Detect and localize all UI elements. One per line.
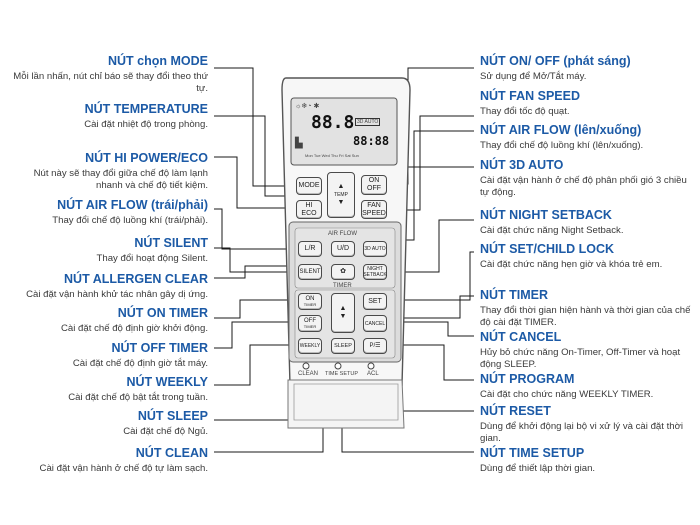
label-night-setback: NÚT NIGHT SETBACK Cài đặt chức năng Nigh… xyxy=(480,208,624,236)
line-cancel xyxy=(385,321,474,337)
label-fan-speed: NÚT FAN SPEED Thay đổi tốc độ quạt. xyxy=(480,89,581,117)
lcd-clock: 88:88 xyxy=(353,134,390,148)
label-time-setup: NÚT TIME SETUP Dùng để thiết lập thời gi… xyxy=(480,446,596,474)
line-program xyxy=(385,344,474,381)
label-temperature: NÚT TEMPERATURE Cài đặt nhiệt độ trong p… xyxy=(84,102,208,130)
label-silent: NÚT SILENT Thay đổi hoạt động Silent. xyxy=(96,236,208,264)
silent-button[interactable]: SILENT xyxy=(298,264,322,280)
label-airflow-ud: NÚT AIR FLOW (lên/xuống) Thay đổi chế độ… xyxy=(480,123,644,151)
line-hipower xyxy=(214,156,297,209)
line-mode xyxy=(214,67,297,187)
label-timer: NÚT TIMER Thay đổi thời gian hiện hành v… xyxy=(480,288,691,328)
allergen-clear-button[interactable]: ✿ xyxy=(331,264,355,280)
line-night xyxy=(385,219,474,273)
label-allergen: NÚT ALLERGEN CLEAR Cài đặt vận hành khử … xyxy=(26,272,208,300)
sleep-button[interactable]: SLEEP xyxy=(331,338,355,354)
timer-heading: TIMER xyxy=(333,283,352,289)
temp-down-icon: ▼ xyxy=(337,199,345,206)
line-on-timer xyxy=(214,299,297,319)
label-reset: NÚT RESET Dùng để khởi động lại bộ vi xử… xyxy=(480,404,683,444)
timer-button[interactable]: ▲ ▼ xyxy=(331,293,355,333)
label-program: NÚT PROGRAM Cài đặt cho chức năng WEEKLY… xyxy=(480,372,654,400)
temp-button[interactable]: ▲ TEMP ▼ xyxy=(327,172,355,218)
lcd-fan-bars-icon: ▙ xyxy=(295,138,303,149)
program-button[interactable]: P/☰ xyxy=(363,338,387,354)
temp-label: TEMP xyxy=(334,192,348,198)
lcd-days: Mon Tue Wed Thu Fri Sat Sun xyxy=(305,153,359,158)
label-hipower-eco: NÚT HI POWER/ECO Nút này sẽ thay đổi giữ… xyxy=(33,151,208,191)
label-3d-auto: NÚT 3D AUTO Cài đặt vận hành ở chế độ ph… xyxy=(480,158,687,198)
line-timer xyxy=(353,295,474,319)
label-cancel: NÚT CANCEL Hủy bỏ chức năng On-Timer, Of… xyxy=(480,330,681,370)
label-onoff: NÚT ON/ OFF (phát sáng) Sử dụng để Mở/Tắ… xyxy=(480,54,631,82)
line-silent xyxy=(214,247,297,273)
clean-label: CLEAN xyxy=(298,371,319,377)
label-sleep: NÚT SLEEP Cài đặt chế độ Ngủ. xyxy=(123,409,208,437)
label-on-timer: NÚT ON TIMER Cài đặt chế độ định giờ khở… xyxy=(61,306,208,334)
set-child-lock-button[interactable]: SET xyxy=(363,293,387,310)
label-set-child-lock: NÚT SET/CHILD LOCK Cài đặt chức năng hẹn… xyxy=(480,242,663,270)
line-weekly xyxy=(214,344,297,386)
lcd-3d-indicator: 3D AUTO xyxy=(355,118,381,126)
3d-auto-button[interactable]: 3D AUTO xyxy=(363,241,387,257)
timer-up-icon: ▲ xyxy=(339,305,347,312)
label-mode: NÚT chọn MODE Mỗi lần nhấn, nút chỉ báo … xyxy=(13,54,208,94)
airflow-heading: AIR FLOW xyxy=(328,231,358,237)
allergen-icon: ✿ xyxy=(340,268,346,275)
weekly-button[interactable]: WEEKLY xyxy=(298,338,322,354)
airflow-lr-button[interactable]: L/R xyxy=(298,241,322,257)
line-off-timer xyxy=(214,321,297,349)
line-set xyxy=(385,251,474,301)
lcd-icons: ☼❄◔ ✱ xyxy=(295,103,320,110)
label-clean: NÚT CLEAN Cài đặt vận hành ở chế độ tự l… xyxy=(39,446,208,474)
temp-up-icon: ▲ xyxy=(337,183,345,190)
timer-down-icon: ▼ xyxy=(339,313,347,320)
acl-label: ACL xyxy=(367,371,379,377)
label-airflow-lr: NÚT AIR FLOW (trái/phải) Thay đổi chế độ… xyxy=(52,198,208,226)
label-weekly: NÚT WEEKLY Cài đặt chế độ bật tắt trong … xyxy=(68,375,208,403)
cancel-button[interactable]: CANCEL xyxy=(363,315,387,332)
lcd-temp: 88.8 xyxy=(311,112,355,133)
time-setup-label: TIME SETUP xyxy=(325,371,359,377)
label-off-timer: NÚT OFF TIMER Cài đặt chế độ định giờ tắ… xyxy=(72,341,208,369)
lcd-display: ☼❄◔ ✱ 88.8 3D AUTO 88:88 Mon Tue Wed Thu… xyxy=(293,100,395,163)
line-airflow-lr xyxy=(214,208,297,250)
mode-button[interactable]: MODE xyxy=(296,177,322,195)
airflow-ud-button[interactable]: U/D xyxy=(331,241,355,257)
